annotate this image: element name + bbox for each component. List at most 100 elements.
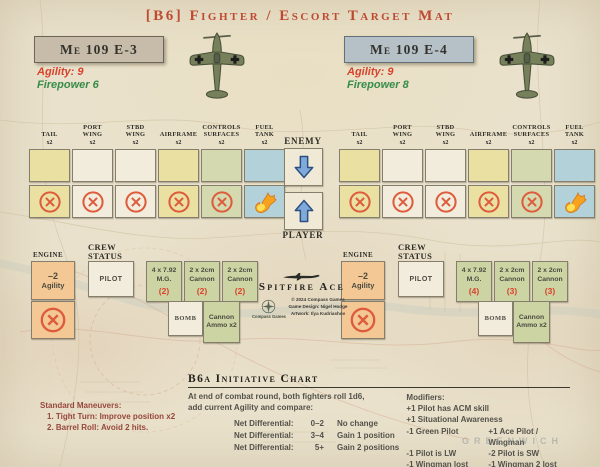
differential-range: 5+ <box>314 443 324 452</box>
weapon-box-mg[interactable]: 4 x 7.92 M.G. (4) <box>456 261 492 302</box>
hit-box-stbd-wing-2[interactable] <box>115 185 156 218</box>
x-hit-icon <box>391 190 414 213</box>
hit-column-label: FUEL TANK <box>254 123 275 139</box>
hit-box-tail-1[interactable] <box>29 149 70 182</box>
chart-intro-line: At end of combat round, both fighters ro… <box>188 392 365 401</box>
weapon-box-cannon-2[interactable]: 2 x 2cm Cannon (2) <box>222 261 258 302</box>
pilot-box[interactable]: PILOT <box>88 261 134 297</box>
differential-result: Gain 2 positions <box>337 443 400 452</box>
x-hit-icon <box>350 307 376 333</box>
x-hit-icon <box>348 190 371 213</box>
hit-box-tail-1[interactable] <box>339 149 380 182</box>
hit-column-count: x2 <box>218 140 225 146</box>
differential-label: Net Differential: <box>234 419 294 428</box>
hit-column-count: x2 <box>356 140 363 146</box>
engine-penalty-box[interactable]: –2 Agility <box>31 261 75 300</box>
firepower-stat: Firepower 6 <box>37 79 99 91</box>
hit-column-label: FUEL TANK <box>564 123 585 139</box>
modifier-line: -1 Pilot is LW <box>406 449 457 459</box>
hit-box-airframe-2[interactable] <box>468 185 509 218</box>
weapon-name: 4 x 7.92 M.G. <box>461 267 487 283</box>
weapon-ammo: (3) <box>506 285 518 296</box>
hit-box-controls-1[interactable] <box>201 149 242 182</box>
hit-column-label: STBD WING <box>435 123 456 139</box>
hit-box-stbd-wing-1[interactable] <box>115 149 156 182</box>
hit-box-fuel-tank-2[interactable] <box>554 185 595 218</box>
hit-column-count: x2 <box>571 140 578 146</box>
x-hit-icon <box>81 190 104 213</box>
weapon-ammo: (2) <box>234 285 246 296</box>
firepower-stat: Firepower 8 <box>347 79 409 91</box>
weapon-box-cannon-2[interactable]: 2 x 2cm Cannon (3) <box>532 261 568 302</box>
fireball-icon <box>564 192 586 213</box>
engine-penalty-value: –2 <box>47 270 58 281</box>
hit-box-port-wing-1[interactable] <box>72 149 113 182</box>
weapon-name: 2 x 2cm Cannon <box>227 267 253 283</box>
engine-penalty-box[interactable]: –2 Agility <box>341 261 385 300</box>
cannon-ammo-box[interactable]: Cannon Ammo x2 <box>513 301 550 343</box>
hit-box-stbd-wing-1[interactable] <box>425 149 466 182</box>
weapon-box-cannon-1[interactable]: 2 x 2cm Cannon (3) <box>494 261 530 302</box>
differential-row: Net Differential: 3–4 Gain 1 position <box>234 430 404 442</box>
differential-label: Net Differential: <box>234 431 294 440</box>
weapon-ammo: (2) <box>158 285 170 296</box>
me109-top-view-icon <box>188 31 246 100</box>
hit-column-count: x2 <box>485 140 492 146</box>
hit-column-count: x2 <box>132 140 139 146</box>
x-hit-icon <box>210 190 233 213</box>
hit-column-count: x2 <box>442 140 449 146</box>
cannon-ammo-box[interactable]: Cannon Ammo x2 <box>203 301 240 343</box>
maneuver-item: 2. Barrel Roll: Avoid 2 hits. <box>47 423 149 432</box>
x-hit-icon <box>520 190 543 213</box>
player-direction-box[interactable] <box>284 192 323 230</box>
bomb-box[interactable]: BOMB <box>168 301 203 336</box>
weapon-name: 2 x 2cm Cannon <box>537 267 563 283</box>
hit-box-tail-2[interactable] <box>339 185 380 218</box>
hit-box-fuel-tank-1[interactable] <box>244 149 285 182</box>
initiative-chart: B6a Initiative Chart At end of combat ro… <box>188 373 572 467</box>
hit-box-fuel-tank-1[interactable] <box>554 149 595 182</box>
hit-box-fuel-tank-2[interactable] <box>244 185 285 218</box>
modifiers-title: Modifiers: <box>406 393 445 402</box>
x-hit-icon <box>167 190 190 213</box>
hit-column-count: x2 <box>89 140 96 146</box>
hit-box-tail-2[interactable] <box>29 185 70 218</box>
bomb-box[interactable]: BOMB <box>478 301 513 336</box>
differential-result: No change <box>337 419 378 428</box>
hit-box-controls-2[interactable] <box>201 185 242 218</box>
hit-box-airframe-1[interactable] <box>158 149 199 182</box>
enemy-direction-box[interactable] <box>284 148 323 186</box>
hit-box-port-wing-1[interactable] <box>382 149 423 182</box>
weapon-ammo: (4) <box>468 285 480 296</box>
hit-box-controls-2[interactable] <box>511 185 552 218</box>
hit-box-airframe-1[interactable] <box>468 149 509 182</box>
engine-hit-box[interactable] <box>31 301 75 339</box>
x-hit-icon <box>434 190 457 213</box>
differential-range: 0–2 <box>310 419 324 428</box>
hit-box-controls-1[interactable] <box>511 149 552 182</box>
fighter-name-plaque: Me 109 E-3 <box>34 36 164 63</box>
bomb-label: BOMB <box>174 315 197 322</box>
enemy-arrow-down-icon <box>294 155 313 179</box>
hit-box-port-wing-2[interactable] <box>382 185 423 218</box>
crew-status-label: CREW STATUS <box>88 242 123 262</box>
agility-stat: Agility: 9 <box>347 66 394 78</box>
weapon-box-cannon-1[interactable]: 2 x 2cm Cannon (2) <box>184 261 220 302</box>
hit-box-port-wing-2[interactable] <box>72 185 113 218</box>
hit-column-count: x2 <box>528 140 535 146</box>
pilot-box[interactable]: PILOT <box>398 261 444 297</box>
x-hit-icon <box>40 307 66 333</box>
hit-box-airframe-2[interactable] <box>158 185 199 218</box>
hit-column-label: STBD WING <box>125 123 146 139</box>
cannon-ammo-label: Cannon Ammo x2 <box>516 313 547 329</box>
engine-penalty-value: –2 <box>357 270 368 281</box>
hit-column-label: PORT WING <box>392 123 413 139</box>
engine-hit-box[interactable] <box>341 301 385 339</box>
modifier-line: -1 Wingman 2 lost <box>488 460 557 467</box>
hit-box-stbd-wing-2[interactable] <box>425 185 466 218</box>
credit-line: Artwork: Ilya Kudriashov <box>290 310 346 316</box>
weapon-box-mg[interactable]: 4 x 7.92 M.G. (2) <box>146 261 182 302</box>
